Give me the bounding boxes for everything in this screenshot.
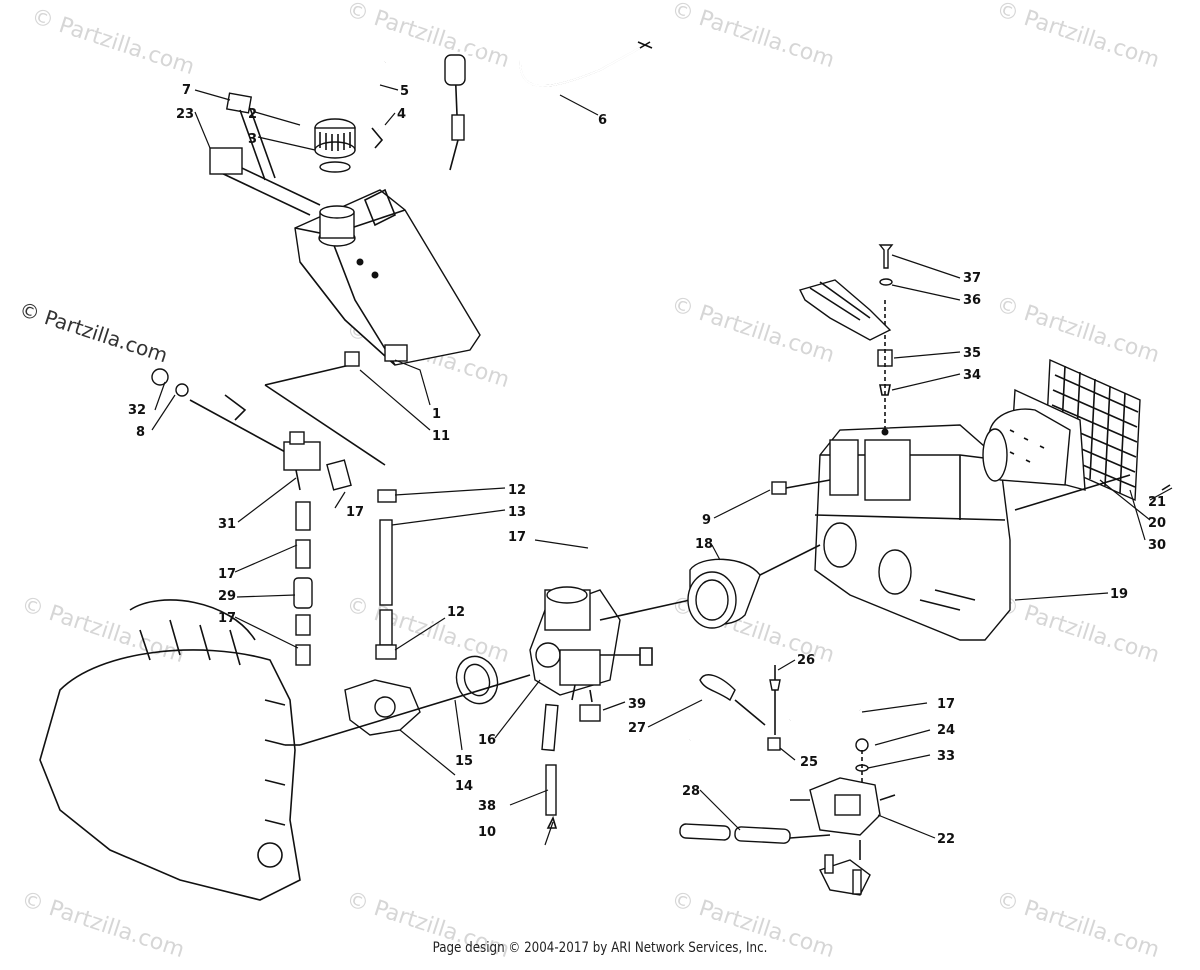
carb-vent-hose [582,487,661,586]
callout-9: 9 [702,513,711,528]
callout-2: 2 [248,107,257,122]
callout-12: 12 [508,483,526,498]
callout-labels: 1 2 3 4 5 6 7 8 9 10 11 12 12 13 14 15 1… [128,83,1166,847]
vent-and-primer-lines [371,38,653,171]
intake-screen [982,358,1171,511]
callout-37: 37 [963,271,981,286]
watermark: © Partzilla.com [993,0,1162,73]
callout-22: 22 [937,832,955,847]
callout-17e: 17 [937,697,955,712]
callout-13: 13 [508,505,526,520]
callout-12b: 12 [447,605,465,620]
watermark: © Partzilla.com [343,592,512,668]
fuel-shutoff-valve [151,351,386,491]
watermark: © Partzilla.com [28,4,197,80]
callout-18: 18 [695,537,713,552]
carburetor [529,586,653,703]
mount-hardware [798,244,894,435]
fuel-cap [314,118,356,173]
callout-16: 16 [478,733,496,748]
callout-35: 35 [963,346,981,361]
watermark: © Partzilla.com [993,592,1162,668]
callout-36: 36 [963,293,981,308]
callout-26: 26 [797,653,815,668]
callout-25: 25 [800,755,818,770]
callout-14: 14 [455,779,473,794]
callout-17c: 17 [218,567,236,582]
fuel-line-with-filter [293,501,313,666]
air-silencer-box [814,424,1011,641]
fuel-pump [790,777,896,896]
watermark: © Partzilla.com [343,0,512,73]
callout-21: 21 [1148,495,1166,510]
callout-19: 19 [1110,587,1128,602]
page-footer: Page design © 2004-2017 by ARI Network S… [432,940,768,956]
drain-hose [541,703,601,829]
callout-4: 4 [397,107,406,122]
callout-29: 29 [218,589,236,604]
callout-17a: 17 [508,530,526,545]
callout-27: 27 [628,721,646,736]
callout-5: 5 [400,84,409,99]
callout-10: 10 [478,825,496,840]
intake-boot [687,544,821,629]
callout-31: 31 [218,517,236,532]
callout-33: 33 [937,749,955,764]
leader-lines [151,84,1173,846]
callout-8: 8 [136,425,145,440]
callout-6: 6 [598,113,607,128]
impulse-line [689,665,801,751]
intake-flange [299,599,691,746]
callout-1: 1 [432,407,441,422]
fuel-tank [294,188,481,366]
mounting-strap [209,92,321,216]
callout-34: 34 [963,368,981,383]
watermark-prominent: © Partzilla.com [16,297,170,368]
callout-15: 15 [455,754,473,769]
fuel-hose-with-clamps [375,489,397,660]
callout-17d: 17 [218,611,236,626]
callout-20: 20 [1148,516,1166,531]
callout-11: 11 [432,429,450,444]
callout-24: 24 [937,723,955,738]
callout-3: 3 [248,132,257,147]
callout-17b: 17 [346,505,364,520]
callout-32: 32 [128,403,146,418]
grommet [771,479,831,495]
watermark: © Partzilla.com [18,592,187,668]
watermark: © Partzilla.com [993,292,1162,368]
pump-lines [679,706,869,844]
callout-30: 30 [1148,538,1166,553]
callout-39: 39 [628,697,646,712]
watermark: © Partzilla.com [668,0,837,73]
callout-28: 28 [682,784,700,799]
engine-block [39,599,301,901]
callout-7: 7 [182,83,191,98]
callout-23: 23 [176,107,194,122]
callout-38: 38 [478,799,496,814]
